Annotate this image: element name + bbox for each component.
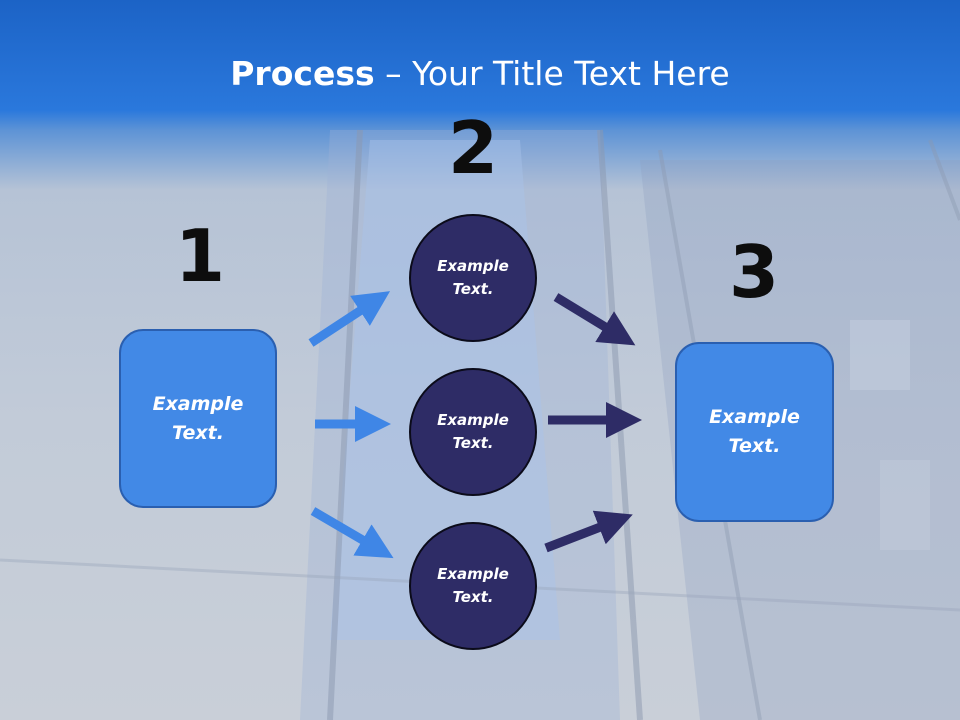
arrow-1-to-2-bottom [310, 507, 394, 559]
step-2-circle-bottom: Example Text. [409, 522, 537, 650]
step-2-circle-top: Example Text. [409, 214, 537, 342]
step-2-label-middle: Example Text. [437, 411, 509, 452]
title-bold: Process [230, 54, 375, 93]
step-2-label-bottom: Example Text. [437, 565, 509, 606]
arrow-1-to-2-top [308, 291, 391, 347]
arrow-2-to-3-top [553, 293, 636, 346]
step-2-label-top: Example Text. [437, 257, 509, 298]
step-1-label: Example Text. [152, 392, 244, 444]
step-1-box: Example Text. [119, 329, 277, 508]
step-3-number: 3 [728, 230, 780, 314]
arrow-2-to-3-bottom [544, 510, 633, 553]
step-1-number: 1 [174, 214, 226, 298]
step-3-box: Example Text. [675, 342, 834, 522]
step-2-circle-middle: Example Text. [409, 368, 537, 496]
step-2-number: 2 [447, 106, 499, 190]
step-3-label: Example Text. [709, 406, 800, 457]
slide-title: Process – Your Title Text Here [0, 52, 960, 96]
title-rest: – Your Title Text Here [374, 54, 730, 93]
